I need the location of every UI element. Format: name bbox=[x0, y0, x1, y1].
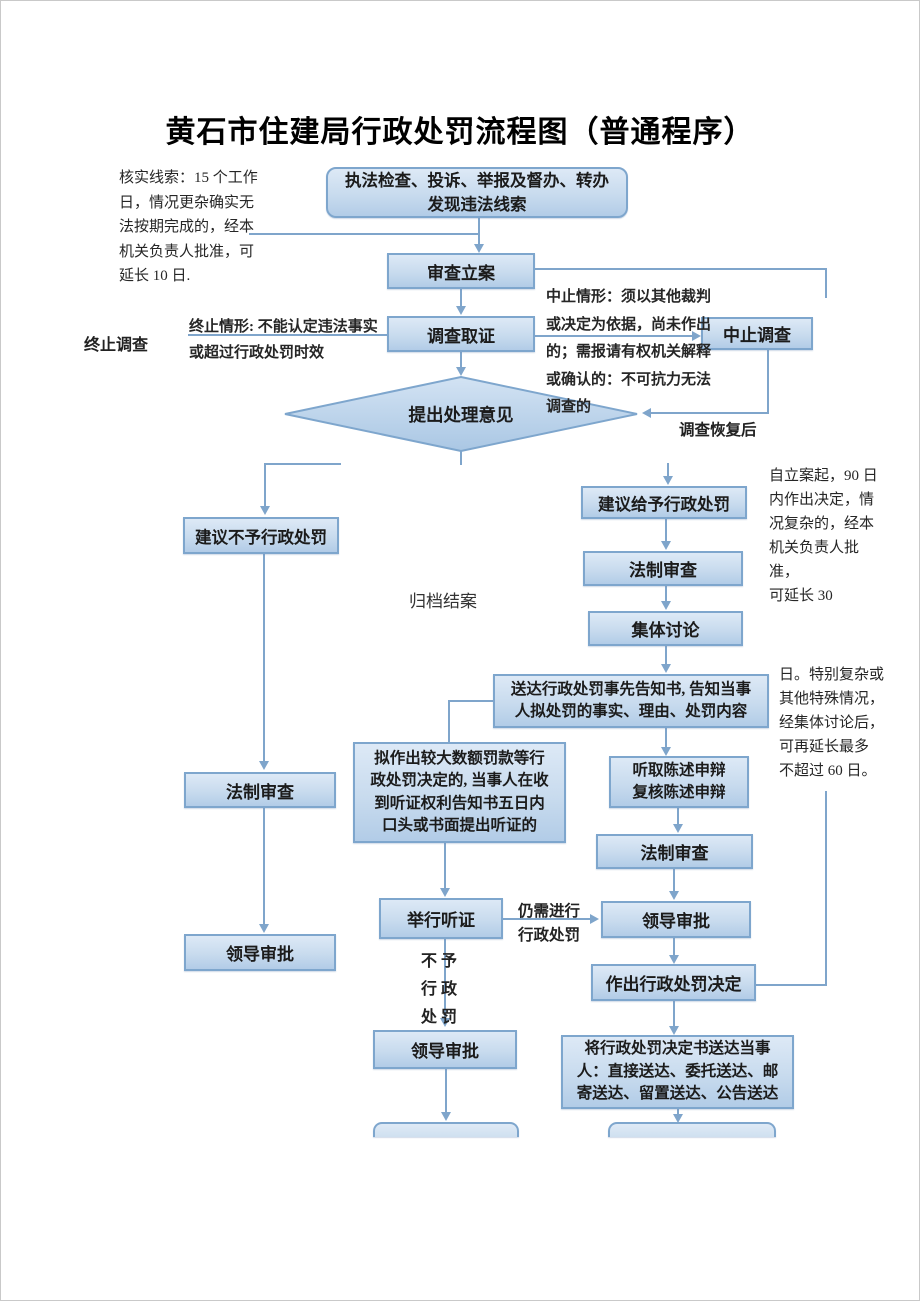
arrowhead-start-review bbox=[474, 244, 484, 253]
connector-right-stub-top bbox=[825, 268, 827, 298]
connector-note-line bbox=[249, 233, 479, 235]
node-legal-review-lower: 法制审查 bbox=[596, 834, 753, 869]
node-suspend-investigation: 中止调查 bbox=[701, 317, 813, 350]
connector-investigation-suspend bbox=[535, 335, 693, 337]
arrowhead-end-left bbox=[441, 1112, 451, 1121]
connector-resume bbox=[651, 412, 769, 414]
connector-leaderbottom-end bbox=[445, 1069, 447, 1112]
node-start: 执法检查、投诉、举报及督办、转办 发现违法线索 bbox=[326, 167, 628, 218]
arrowhead-resume bbox=[642, 408, 651, 418]
no-penalty-vertical-row2: 行 政 bbox=[421, 981, 458, 998]
connector-start-review bbox=[478, 217, 480, 245]
connector-to-no-penalty bbox=[264, 463, 266, 506]
no-penalty-vertical-row1: 不 予 bbox=[421, 953, 458, 970]
connector-legalreview-discussion bbox=[665, 586, 667, 601]
connector-to-penalty bbox=[667, 463, 669, 476]
node-decision-diamond-shape bbox=[284, 375, 638, 453]
arrowhead-investigation-suspend bbox=[692, 331, 701, 341]
connector-statement-legalreview bbox=[677, 808, 679, 824]
arrowhead-penalty bbox=[663, 476, 673, 485]
arrowhead-statement bbox=[661, 747, 671, 756]
connector-hearing-leader bbox=[503, 918, 591, 920]
node-hold-hearing: 举行听证 bbox=[379, 898, 503, 939]
connector-review-right bbox=[535, 268, 827, 270]
arrowhead-discussion bbox=[661, 601, 671, 610]
connector-penalty-legalreview bbox=[665, 519, 667, 541]
connector-decision-serve bbox=[673, 1001, 675, 1026]
connector-notice-statement bbox=[665, 728, 667, 747]
no-penalty-vertical-row3: 处 罚 bbox=[421, 1009, 458, 1026]
arrowhead-notice bbox=[661, 664, 671, 673]
arrowhead-leader-left bbox=[259, 924, 269, 933]
node-decision-diamond: 提出处理意见 bbox=[408, 404, 514, 425]
node-suggest-no-penalty: 建议不予行政处罚 bbox=[183, 517, 339, 554]
node-serve-decision: 将行政处罚决定书送达当事 人：直接送达、委托送达、邮 寄送达、留置送达、公告送达 bbox=[561, 1035, 794, 1109]
partial-node-right bbox=[608, 1122, 776, 1137]
connector-leader-decision bbox=[673, 938, 675, 955]
node-group-discussion: 集体讨论 bbox=[588, 611, 743, 646]
still-need-label-top: 仍需进行 bbox=[518, 903, 581, 920]
arrowhead-hearing-leader bbox=[590, 914, 599, 924]
connector-diamond-stub bbox=[460, 450, 462, 465]
partial-node-left bbox=[373, 1122, 519, 1137]
verify-clue-note: 核实线索：15 个工作 日，情况更杂确实无 法按期完成的，经本 机关负责人批准，… bbox=[119, 170, 258, 284]
node-leader-approval-bottom: 领导审批 bbox=[373, 1030, 517, 1069]
node-review-filing: 审查立案 bbox=[387, 253, 535, 289]
arrowhead-legalreview-right bbox=[661, 541, 671, 550]
node-serve-notice: 送达行政处罚事先告知书, 告知当事 人拟处罚的事实、理由、处罚内容 bbox=[493, 674, 769, 728]
connector-notice-elbow-v bbox=[448, 700, 450, 742]
arrowhead-leader-bottom bbox=[440, 1018, 450, 1027]
connector-hearing-down bbox=[444, 939, 446, 1018]
connector-nopenalty-legalreview bbox=[263, 554, 265, 761]
resume-label: 调查恢复后 bbox=[679, 422, 757, 439]
connector-legalreview-leader-right bbox=[673, 869, 675, 891]
connector-review-investigation bbox=[460, 289, 462, 306]
node-hear-statement: 听取陈述申辩 复核陈述申辩 bbox=[609, 756, 749, 808]
suspend-condition-note: 中止情形：须以其他裁判 或决定为依据，尚未作出 的；需报请有权机关解释 或确认的… bbox=[546, 289, 712, 415]
node-hearing-condition: 拟作出较大数额罚款等行 政处罚决定的, 当事人在收 到听证权利告知书五日内 口头… bbox=[353, 742, 566, 843]
connector-legalreview-leader-left bbox=[263, 808, 265, 924]
arrowhead-no-penalty bbox=[260, 506, 270, 515]
connector-suspend-down bbox=[767, 350, 769, 413]
terminate-condition-note: 终止情形: 不能认定违法事实 或超过行政处罚时效 bbox=[189, 319, 378, 361]
terminate-label: 终止调查 bbox=[84, 337, 149, 354]
connector-notice-elbow-h bbox=[448, 700, 493, 702]
arrowhead-end-right bbox=[673, 1114, 683, 1123]
deadline-note: 自立案起，90 日 内作出决定，情 况复杂的，经本 机关负责人批准， 可延长 3… bbox=[769, 468, 878, 604]
still-need-label-bottom: 行政处罚 bbox=[518, 927, 581, 944]
connector-serve-end bbox=[677, 1109, 679, 1115]
connector-investigation-diamond bbox=[460, 352, 462, 367]
connector-decision-right-h bbox=[756, 984, 827, 986]
node-suggest-penalty: 建议给予行政处罚 bbox=[581, 486, 747, 519]
node-legal-review-left: 法制审查 bbox=[184, 772, 336, 808]
archive-label: 归档结案 bbox=[409, 592, 477, 611]
arrowhead-hearing bbox=[440, 888, 450, 897]
node-investigation: 调查取证 bbox=[387, 316, 535, 352]
arrowhead-investigation-diamond bbox=[456, 367, 466, 376]
page-title: 黄石市住建局行政处罚流程图（普通程序） bbox=[165, 116, 755, 149]
node-make-decision: 作出行政处罚决定 bbox=[591, 964, 756, 1001]
connector-left-branch bbox=[264, 463, 341, 465]
node-leader-approval-right: 领导审批 bbox=[601, 901, 751, 938]
extension-note: 日。特别复杂或 其他特殊情况， 经集体讨论后， 可再延长最多 不超过 60 日。 bbox=[779, 667, 885, 779]
connector-condition-hearing bbox=[444, 843, 446, 888]
node-leader-approval-left: 领导审批 bbox=[184, 934, 336, 971]
arrowhead-legalreview-lower bbox=[673, 824, 683, 833]
arrowhead-legalreview-left bbox=[259, 761, 269, 770]
node-legal-review-right: 法制审查 bbox=[583, 551, 743, 586]
connector-right-stub-bottom bbox=[825, 791, 827, 986]
arrowhead-review-investigation bbox=[456, 306, 466, 315]
arrowhead-decision bbox=[669, 955, 679, 964]
arrowhead-serve bbox=[669, 1026, 679, 1035]
connector-terminate bbox=[188, 334, 387, 336]
connector-discussion-notice bbox=[665, 646, 667, 664]
arrowhead-leader-right bbox=[669, 891, 679, 900]
